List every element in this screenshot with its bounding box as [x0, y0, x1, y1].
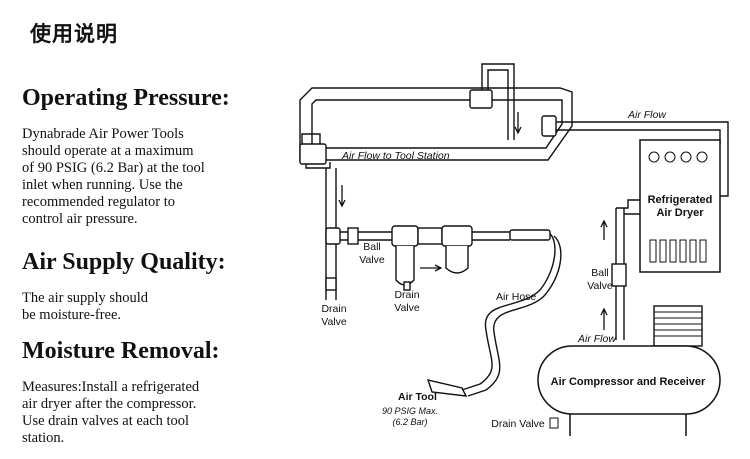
arrow-up-icon	[600, 307, 608, 330]
filter-bowl	[395, 246, 415, 286]
refrigerated-air-dryer: Refrigerated Air Dryer	[639, 139, 721, 273]
lubricator-bowl	[445, 246, 469, 274]
air-tool-label: Air Tool	[398, 391, 437, 403]
ball-valve-right	[611, 263, 627, 287]
arrow-right-icon	[420, 264, 443, 272]
moisture-removal-heading: Moisture Removal:	[22, 338, 220, 364]
regulator-body	[391, 225, 419, 247]
gauge-block	[417, 227, 443, 245]
drain-valve-frl-line2: Valve	[394, 302, 420, 314]
air-compressor: Air Compressor and Receiver	[537, 305, 721, 436]
drain-valve-left-line2: Valve	[321, 316, 347, 328]
drop-tee	[301, 133, 321, 146]
operating-pressure-heading: Operating Pressure:	[22, 85, 230, 111]
air-flow-compressor-label: Air Flow	[577, 333, 617, 345]
text-line: control air pressure.	[22, 211, 138, 227]
text-line: Dynabrade Air Power Tools	[22, 126, 184, 142]
arrow-up-icon	[600, 219, 608, 240]
drain-valve-left	[325, 277, 337, 291]
loop-fitting	[541, 115, 557, 137]
air-tool-spec-line1: 90 PSIG Max.	[382, 406, 438, 416]
lubricator-body	[441, 225, 473, 247]
drop-tee-fitting	[325, 227, 341, 245]
air-hose-label: Air Hose	[496, 291, 536, 303]
text-line: should operate at a maximum	[22, 143, 194, 159]
air-supply-quality-text: The air supply should be moisture-free.	[22, 290, 148, 324]
drop-fitting	[299, 143, 327, 165]
air-flow-top-label: Air Flow	[627, 109, 667, 121]
tee-fitting	[469, 89, 493, 109]
fittings	[299, 89, 627, 291]
drain-valve-frl-line1: Drain	[394, 289, 419, 301]
drain-valve-bottom-label: Drain Valve	[491, 418, 545, 430]
main-loop-pipe-inner	[311, 99, 563, 149]
text-line: Use drain valves at each tool	[22, 413, 190, 429]
text-line: of 90 PSIG (6.2 Bar) at the tool	[22, 160, 205, 176]
receiver-tank	[537, 345, 721, 415]
air-tool-spec-line2: (6.2 Bar)	[392, 417, 427, 427]
text-line: recommended regulator to	[22, 194, 175, 210]
riser-pipe	[481, 63, 515, 140]
arrow-down-icon	[514, 112, 522, 135]
flow-arrows	[338, 112, 608, 330]
air-hose	[461, 231, 556, 391]
dryer-label-line1: Refrigerated	[648, 194, 713, 206]
main-loop-pipe-outer	[299, 87, 573, 161]
air-supply-quality-heading: Air Supply Quality:	[22, 249, 226, 275]
text-line: station.	[22, 430, 65, 446]
air-tool-graphic	[426, 379, 468, 397]
compressor-label: Air Compressor and Receiver	[551, 376, 706, 388]
frl-drain	[403, 281, 411, 291]
ball-valve-left-line1: Ball	[363, 241, 381, 253]
drain-valve-left-line1: Drain	[321, 303, 346, 315]
frl-unit	[391, 225, 551, 291]
tank-drain-valve	[549, 417, 559, 429]
text-line: inlet when running. Use the	[22, 177, 183, 193]
arrow-down-icon	[338, 185, 346, 208]
air-tool-body	[426, 379, 468, 397]
dryer-label-line2: Air Dryer	[656, 207, 704, 219]
compressor-head	[653, 305, 703, 347]
quick-coupler	[509, 229, 551, 241]
air-flow-to-station-label: Air Flow to Tool Station	[341, 150, 450, 162]
operating-pressure-text: Dynabrade Air Power Tools should operate…	[22, 126, 205, 228]
ball-valve-right-line2: Valve	[587, 280, 613, 292]
text-line: be moisture-free.	[22, 307, 122, 323]
page-title: 使用说明	[30, 22, 118, 46]
ball-valve-left-line2: Valve	[359, 254, 385, 266]
text-line: The air supply should	[22, 290, 149, 306]
text-line: Measures:Install a refrigerated	[22, 379, 200, 395]
moisture-removal-text: Measures:Install a refrigerated air drye…	[22, 379, 199, 447]
branch-pipe	[336, 231, 392, 241]
ball-valve-left	[347, 227, 359, 245]
ball-valve-right-line1: Ball	[591, 267, 609, 279]
text-line: air dryer after the compressor.	[22, 396, 197, 412]
